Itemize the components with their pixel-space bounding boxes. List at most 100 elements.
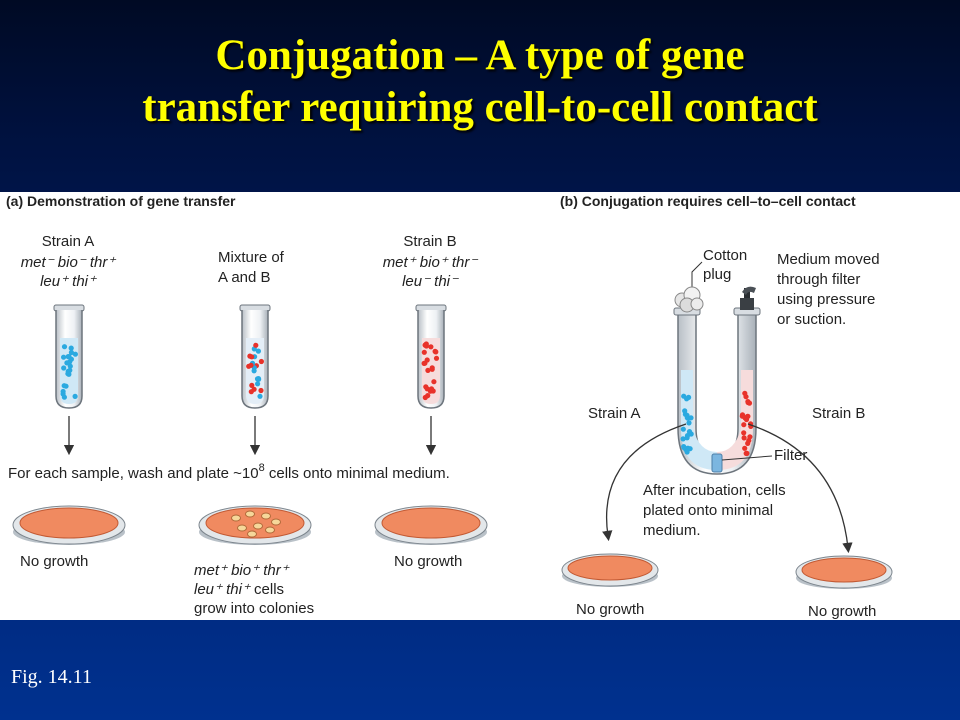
bacterial-cell — [684, 433, 691, 439]
bacterial-cell — [425, 367, 431, 373]
bacterial-cell — [741, 435, 747, 441]
panel-a-strain-a-label: Strain A — [42, 233, 95, 250]
panel-a-result-middle-2: leu⁺ thi⁺ cells — [194, 581, 284, 598]
colony — [271, 518, 281, 526]
bacterial-cell — [428, 386, 435, 392]
slide-title: Conjugation – A type of gene transfer re… — [0, 30, 960, 134]
test-tube-mixture — [239, 304, 271, 409]
panel-b-strain-b-label: Strain B — [812, 405, 865, 422]
bacterial-cell — [424, 357, 430, 363]
panel-b-result-left: No growth — [576, 601, 644, 618]
bacterial-cell — [255, 376, 262, 382]
figure-panel: (a) Demonstration of gene transfer Strai… — [0, 192, 960, 620]
bacterial-cell — [742, 415, 748, 421]
bacterial-cell — [65, 371, 71, 377]
bacterial-cell — [249, 382, 255, 388]
bacterial-cell — [433, 355, 440, 361]
bacterial-cell — [255, 381, 261, 387]
bacterial-cell — [72, 393, 78, 399]
bacterial-cell — [681, 445, 687, 451]
cotton-plug-label-1: Cotton — [703, 247, 747, 264]
panel-a-strain-b-genotype-1: met⁺ bio⁺ thr⁻ — [383, 254, 479, 271]
bacterial-cell — [428, 344, 434, 350]
bacterial-cell — [429, 366, 435, 372]
panel-a-result-middle-3: grow into colonies — [194, 600, 314, 617]
colony — [261, 512, 271, 520]
bacterial-cell — [681, 393, 687, 399]
bacterial-cell — [743, 450, 749, 456]
bacterial-cell — [682, 408, 688, 414]
filter-disc — [711, 453, 723, 473]
panel-a-result-middle-1: met⁺ bio⁺ thr⁺ — [194, 562, 290, 579]
cotton-plug-label-2: plug — [703, 266, 731, 283]
panel-b-result-right: No growth — [808, 603, 876, 620]
filter-leader-line — [721, 455, 773, 461]
bacterial-cell — [258, 387, 264, 394]
colony — [247, 530, 257, 538]
petri-dish-strain-a — [12, 505, 126, 545]
panel-a-header: (a) Demonstration of gene transfer — [6, 193, 236, 209]
panel-a-result-right: No growth — [394, 553, 462, 570]
bacterial-cell — [253, 342, 259, 348]
panel-a-mixture-label-1: Mixture of — [218, 249, 285, 266]
petri-dish-strain-b — [374, 505, 488, 545]
medium-label-3: using pressure — [777, 291, 875, 308]
bacterial-cell — [423, 341, 429, 347]
after-incubation-3: medium. — [643, 522, 701, 539]
bacterial-cell — [257, 393, 263, 399]
bacterial-cell — [60, 391, 66, 397]
bacterial-cell — [64, 360, 70, 366]
title-line-1: Conjugation – A type of gene — [215, 32, 745, 79]
test-tube-strain-b — [415, 304, 447, 409]
bacterial-cell — [255, 348, 261, 354]
after-incubation-1: After incubation, cells — [643, 482, 786, 499]
medium-label-1: Medium moved — [777, 251, 880, 268]
panel-a-mixture-label-2: A and B — [218, 269, 271, 286]
bacterial-cell — [742, 445, 748, 451]
petri-dish-panel-b-right — [795, 555, 893, 589]
bacterial-cell — [741, 422, 747, 428]
colony — [237, 524, 247, 532]
cotton-leader-line — [691, 261, 703, 288]
bacterial-cell — [61, 344, 68, 350]
bacterial-cell — [72, 351, 78, 357]
bacterial-cell — [686, 420, 692, 426]
test-tube-strain-a — [53, 304, 85, 409]
bacterial-cell — [741, 430, 747, 436]
colony — [245, 510, 255, 518]
bacterial-cell — [431, 379, 437, 385]
bacterial-cell — [68, 345, 74, 351]
bacterial-cell — [687, 446, 693, 452]
panel-a-result-left: No growth — [20, 553, 88, 570]
colony — [231, 514, 241, 522]
bacterial-cell — [746, 400, 753, 406]
bacterial-cell — [422, 394, 428, 401]
panel-a-strain-a-genotype-2: leu⁺ thi⁺ — [40, 273, 97, 290]
colonies — [231, 510, 281, 538]
bacterial-cell — [742, 390, 748, 396]
bacterial-cell — [67, 363, 73, 369]
bacterial-cell — [684, 449, 690, 455]
bacterial-cell — [65, 354, 71, 360]
plating-instruction: For each sample, wash and plate ~108 cel… — [8, 462, 450, 482]
arrow-strain-a-to-plate — [602, 423, 687, 542]
bacterial-cell — [258, 358, 264, 365]
filter-label: Filter — [774, 447, 807, 464]
bacterial-cell — [421, 349, 427, 355]
bacterial-cell — [680, 426, 686, 432]
panel-a-strain-b-genotype-2: leu⁻ thi⁻ — [402, 273, 459, 290]
bacterial-cell — [248, 362, 254, 368]
u-tube — [677, 313, 757, 475]
bacterial-cell — [424, 386, 430, 392]
bacterial-cell — [688, 415, 694, 421]
figure-caption: Fig. 14.11 — [11, 666, 92, 688]
bacterial-cell — [249, 354, 255, 360]
panel-b-header: (b) Conjugation requires cell–to–cell co… — [560, 193, 856, 209]
conjugation-diagram: (a) Demonstration of gene transfer Strai… — [6, 193, 893, 620]
petri-dish-panel-b-left — [561, 553, 659, 587]
colony — [253, 522, 263, 530]
medium-label-2: through filter — [777, 271, 860, 288]
medium-label-4: or suction. — [777, 311, 846, 328]
bacterial-cell — [680, 436, 686, 442]
arrow-strain-b-to-plate — [747, 423, 853, 554]
